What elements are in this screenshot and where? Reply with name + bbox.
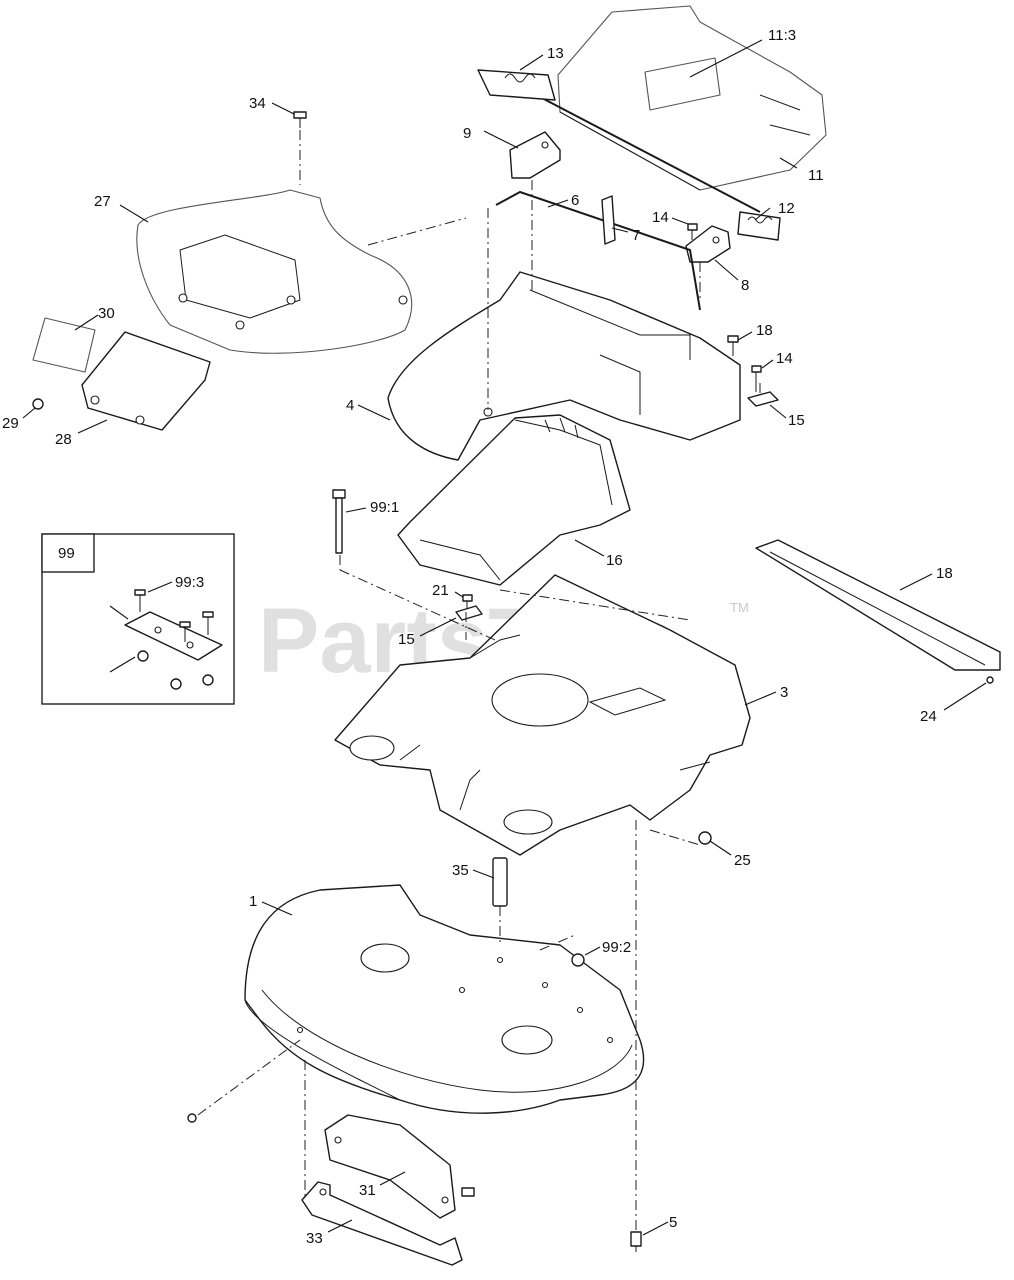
callout-12: 12 xyxy=(778,200,795,217)
callout-16: 16 xyxy=(606,552,623,569)
part-99-1-bolts[interactable] xyxy=(134,589,214,642)
part-17-rail[interactable] xyxy=(755,539,1001,671)
callout-11-3: 11:3 xyxy=(768,27,796,44)
inset-title: 99 xyxy=(58,545,75,562)
part-16-console-bracket[interactable] xyxy=(397,414,631,586)
callout-14-lower: 14 xyxy=(776,350,793,367)
callout-26: 28 xyxy=(55,431,72,448)
part-21-screw[interactable] xyxy=(986,676,994,684)
part-25-seat[interactable] xyxy=(136,189,413,354)
callout-21: 24 xyxy=(920,708,937,725)
part-29-bolt[interactable] xyxy=(461,1187,475,1197)
callout-9: 9 xyxy=(463,125,471,142)
assembly-lines xyxy=(197,130,761,1232)
part-4-fender[interactable] xyxy=(387,271,741,461)
callout-18-upper: 18 xyxy=(756,322,773,339)
callout-8: 8 xyxy=(741,277,749,294)
callout-99-1: 99:3 xyxy=(175,574,204,591)
part-5-bolt[interactable] xyxy=(630,1231,642,1252)
callout-27: 29 xyxy=(2,415,19,432)
part-13-spring[interactable] xyxy=(477,69,556,101)
callout-7: 7 xyxy=(632,227,640,244)
part-24-nut[interactable] xyxy=(698,831,712,845)
callout-29: 31 xyxy=(359,1182,376,1199)
part-9-bracket[interactable] xyxy=(509,131,561,179)
callout-15-lower: 15 xyxy=(398,631,415,648)
part-26-plate[interactable] xyxy=(81,331,211,431)
part-33-spacer[interactable] xyxy=(492,857,508,907)
callout-labels: 11:3 11 13 12 9 6 7 8 14 18 14 15 4 27 3… xyxy=(2,27,953,1247)
part-28-pad[interactable] xyxy=(32,317,96,373)
watermark-trademark: TM xyxy=(730,600,749,615)
callout-4: 4 xyxy=(346,397,354,414)
callout-33: 35 xyxy=(452,862,469,879)
part-30-bar[interactable] xyxy=(301,1181,463,1266)
part-27-nut[interactable] xyxy=(32,398,44,410)
callout-24: 25 xyxy=(734,852,751,869)
callout-35: 99:2 xyxy=(602,939,631,956)
part-99-3-nuts[interactable] xyxy=(137,650,214,690)
callout-31: 34 xyxy=(249,95,266,112)
callout-13: 13 xyxy=(547,45,564,62)
part-15-clip-upper[interactable] xyxy=(747,391,779,407)
callout-11: 11 xyxy=(808,167,824,184)
callout-1: 1 xyxy=(249,893,257,910)
callout-14-upper: 14 xyxy=(652,209,669,226)
part-14-screw-upper[interactable] xyxy=(687,223,698,240)
part-3-frame[interactable] xyxy=(334,574,751,856)
part-99-2-plate[interactable] xyxy=(124,611,223,661)
part-18-screw-upper[interactable] xyxy=(727,335,739,356)
part-35-nut[interactable] xyxy=(571,953,585,967)
part-31-bolt[interactable] xyxy=(293,111,307,128)
part-12-spring[interactable] xyxy=(737,211,781,241)
callout-28: 30 xyxy=(98,305,115,322)
part-15-clip-lower[interactable] xyxy=(455,605,483,621)
inset-99: 99 xyxy=(41,533,235,705)
callout-17: 18 xyxy=(936,565,953,582)
callout-5: 5 xyxy=(669,1214,677,1231)
part-1-deck[interactable] xyxy=(244,884,645,1114)
part-29-bracket[interactable] xyxy=(324,1114,456,1219)
callout-30: 33 xyxy=(306,1230,323,1247)
part-14-screw-lower[interactable] xyxy=(751,365,762,392)
washer-icon xyxy=(187,1113,197,1123)
callout-18-lower: 21 xyxy=(432,582,449,599)
leader-lines xyxy=(22,39,987,1236)
callout-25: 27 xyxy=(94,193,111,210)
callout-3: 3 xyxy=(780,684,788,701)
callout-34: 99:1 xyxy=(370,499,399,516)
part-34-bolt[interactable] xyxy=(332,489,346,554)
callout-6: 6 xyxy=(571,192,579,209)
callout-15-upper: 15 xyxy=(788,412,805,429)
part-7-strap[interactable] xyxy=(601,195,616,245)
part-8-bracket[interactable] xyxy=(685,225,731,263)
